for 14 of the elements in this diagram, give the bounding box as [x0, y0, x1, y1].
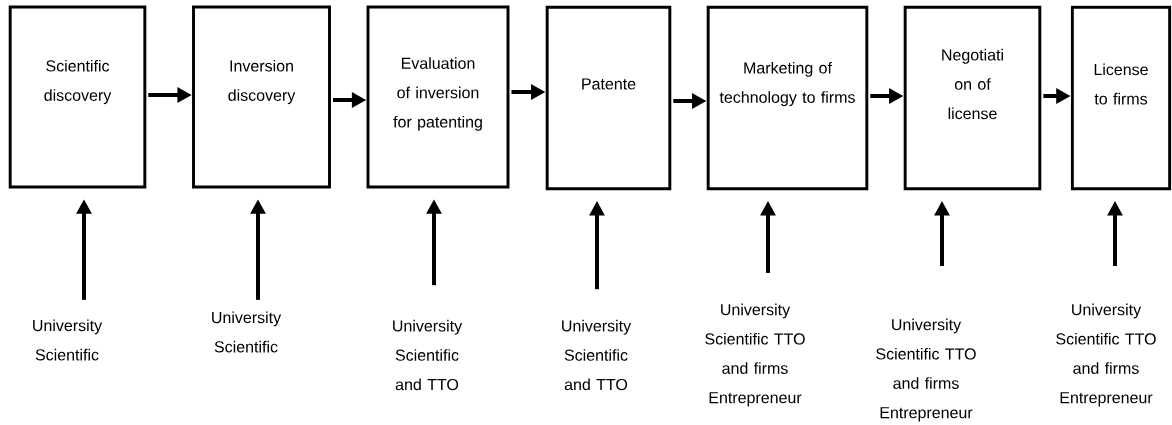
process-box: Marketing of technology to firms: [706, 5, 869, 191]
process-box: Scientific discovery: [8, 5, 147, 189]
actor-label: University Scientific TTO and firms Entrepreneur: [876, 318, 976, 422]
actor-label: University Scientific and TTO: [393, 319, 463, 391]
process-box: Negotiati on of license: [903, 5, 1042, 191]
actor-label: University Scientific and TTO: [562, 319, 632, 391]
actor-label: University Scientific: [33, 319, 103, 361]
process-box: Evaluation of inversion for patenting: [366, 5, 510, 189]
actor-label: University Scientific TTO and firms Entrepreneur: [1056, 303, 1156, 407]
actor-label: University Scientific TTO and firms Entrepreneur: [705, 303, 805, 407]
process-box: Inversion discovery: [192, 5, 331, 189]
process-box: Patente: [545, 5, 672, 191]
actor-label: University Scientific: [212, 311, 282, 353]
process-box: License to firms: [1070, 5, 1172, 191]
